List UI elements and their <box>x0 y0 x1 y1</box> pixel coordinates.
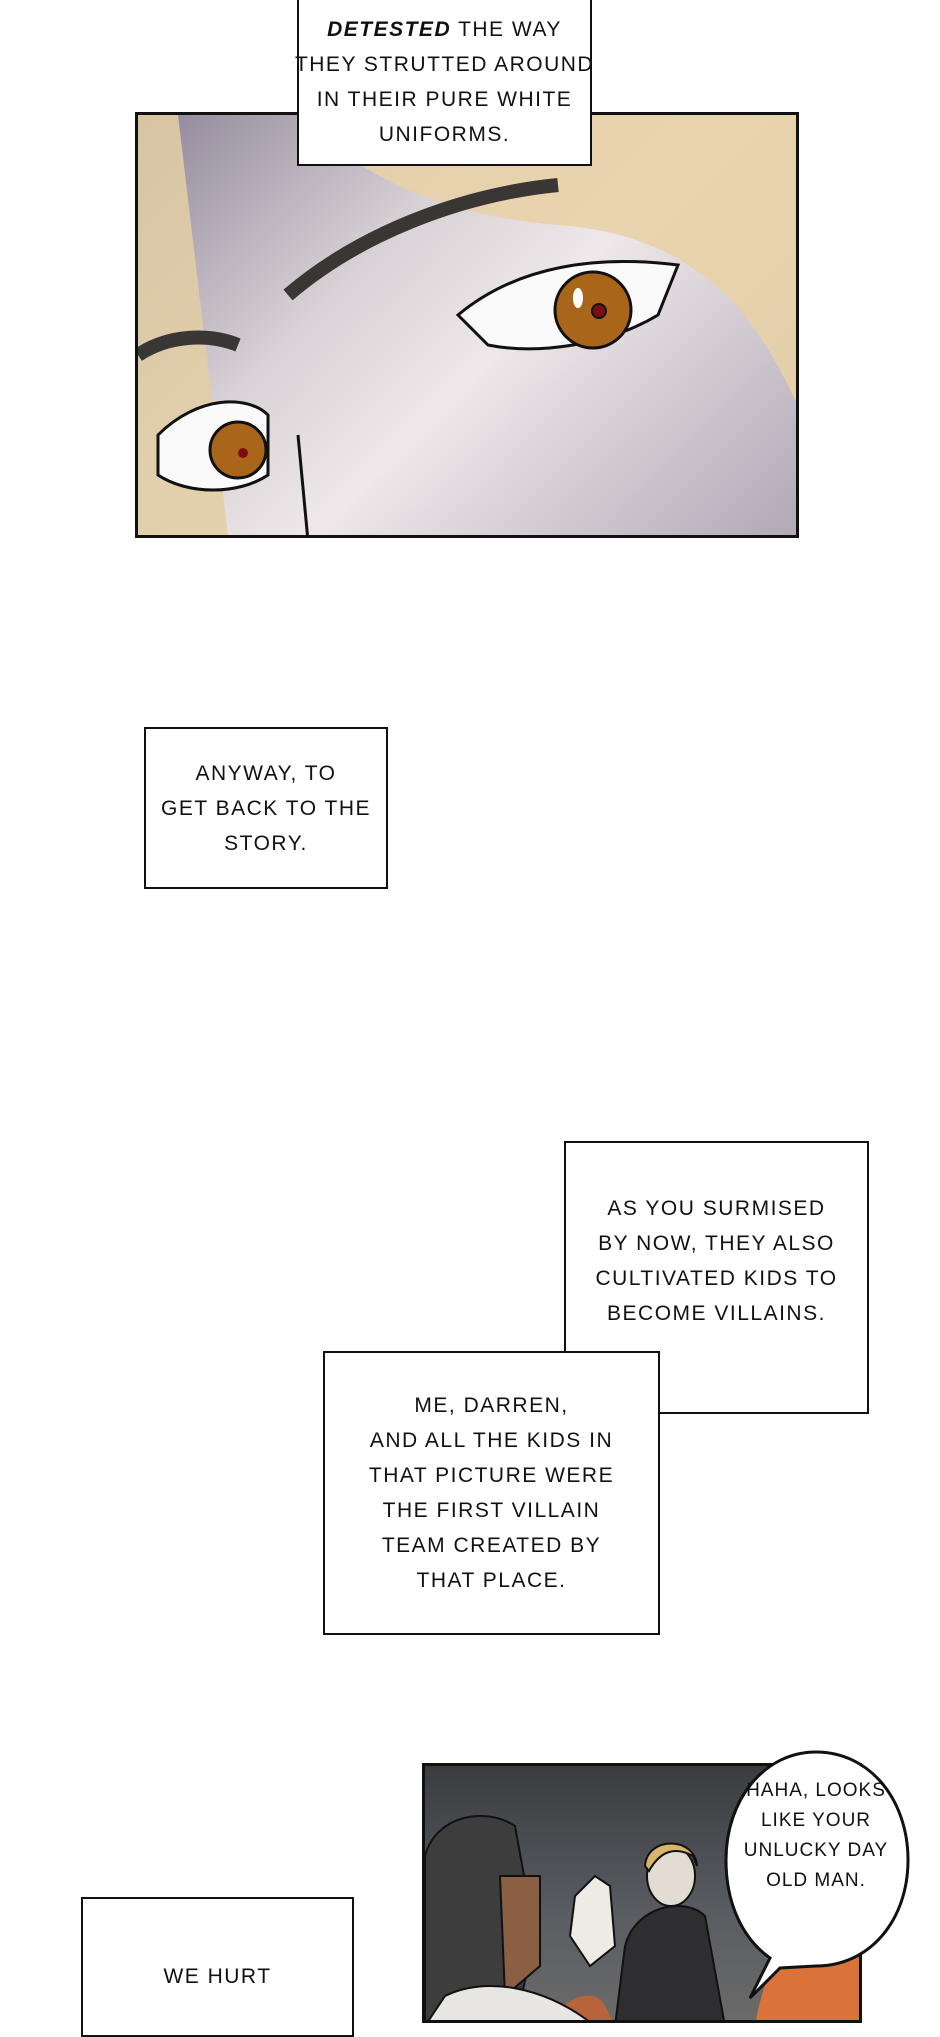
speech-bubble: HAHA, LOOKS LIKE YOUR UNLUCKY DAY OLD MA… <box>728 1776 904 1896</box>
caption-line: ANYWAY, TO <box>195 761 337 785</box>
emphasis-word: DETESTED <box>327 17 452 41</box>
caption-line: AS YOU SURMISED <box>607 1197 826 1220</box>
caption-line: STORY. <box>224 831 308 855</box>
caption-line: CULTIVATED KIDS TO <box>595 1267 838 1290</box>
caption-line: THAT PLACE. <box>416 1569 567 1592</box>
caption-line: GET BACK TO THE <box>160 796 371 820</box>
caption-line: TEAM CREATED BY <box>381 1534 602 1557</box>
caption-line: THE FIRST VILLAIN <box>382 1499 601 1522</box>
caption-line: BECOME VILLAINS. <box>607 1302 826 1325</box>
caption-box-we-hurt: WE HURT <box>81 1897 354 2037</box>
caption-line: WE HURT <box>163 1965 272 1988</box>
caption-line: THAT PICTURE WERE <box>368 1464 615 1487</box>
caption-box-detested: DETESTED THE WAY THEY STRUTTED AROUND IN… <box>294 0 595 166</box>
bubble-line: LIKE YOUR <box>760 1810 872 1831</box>
caption-box-anyway: ANYWAY, TO GET BACK TO THE STORY. <box>144 727 388 889</box>
caption-text: THE WAY <box>451 17 562 41</box>
caption-line: THEY STRUTTED AROUND <box>294 52 595 76</box>
caption-line: UNIFORMS. <box>378 122 511 146</box>
caption-line: DETESTED THE WAY <box>327 12 562 47</box>
caption-box-surmised: AS YOU SURMISED BY NOW, THEY ALSO CULTIV… <box>564 1141 869 1414</box>
bubble-line: OLD MAN. <box>766 1870 866 1891</box>
caption-line: ME, DARREN, <box>414 1394 569 1417</box>
panel-eyes-closeup <box>135 112 799 538</box>
bubble-line: HAHA, LOOKS <box>746 1780 886 1801</box>
eyes-illustration <box>138 115 796 535</box>
bubble-line: UNLUCKY DAY <box>743 1840 889 1861</box>
caption-line: IN THEIR PURE WHITE <box>316 87 573 111</box>
caption-line: AND ALL THE KIDS IN <box>369 1429 614 1452</box>
speech-bubble-shape <box>724 1750 910 2000</box>
caption-box-darren: ME, DARREN, AND ALL THE KIDS IN THAT PIC… <box>323 1351 660 1635</box>
caption-line: BY NOW, THEY ALSO <box>598 1232 835 1255</box>
